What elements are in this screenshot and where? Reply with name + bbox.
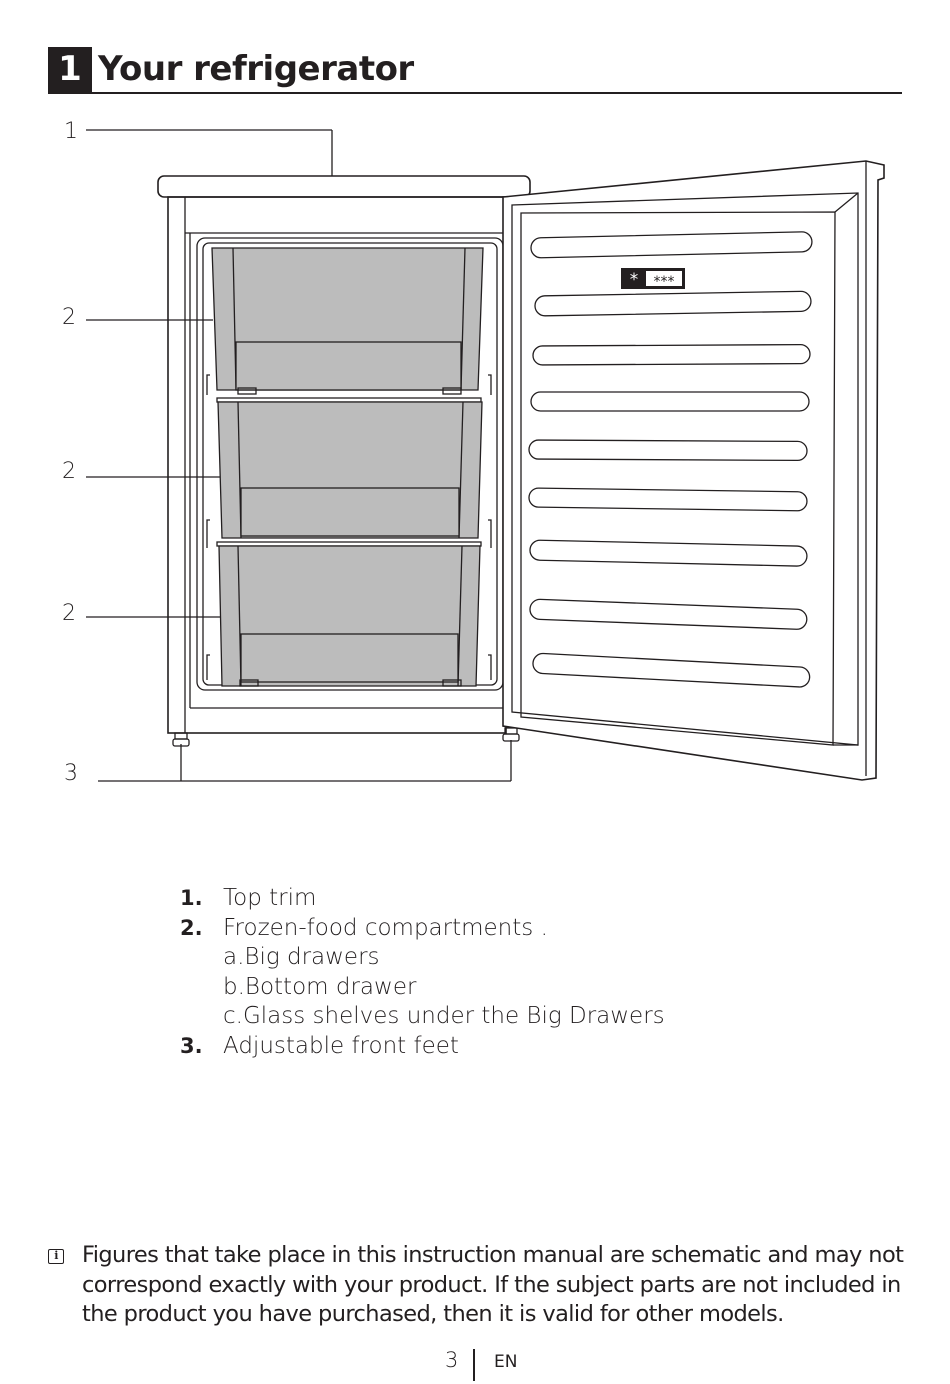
- page-footer: 3 EN: [0, 1346, 950, 1381]
- list-item-label: Frozen-food compartments .: [223, 914, 548, 941]
- footer-divider: [473, 1349, 475, 1381]
- page-title: Your refrigerator: [98, 49, 414, 89]
- section-number: 1: [48, 47, 92, 92]
- callout-2-a: 2: [62, 305, 76, 330]
- front-foot-left: [172, 732, 190, 747]
- callout-3: 3: [64, 761, 78, 786]
- refrigerator-diagram: * *** 1 2 2 2 3: [62, 119, 885, 786]
- star-rating-text: ***: [654, 274, 675, 290]
- drawer-big-2: [216, 397, 483, 539]
- star-rating-badge: * ***: [621, 268, 685, 290]
- page-number: 3: [445, 1348, 459, 1372]
- callout-2-b: 2: [62, 459, 76, 484]
- list-subitem-label: c.Glass shelves under the Big Drawers: [223, 1003, 665, 1030]
- svg-text:*: *: [630, 270, 639, 290]
- drawer-bottom: [216, 541, 482, 687]
- list-subitem-label: a.Big drawers: [223, 944, 380, 971]
- info-icon: i: [48, 1249, 64, 1264]
- language-code: EN: [494, 1352, 518, 1372]
- drawer-big-1: [211, 247, 484, 395]
- info-note-text: Figures that take place in this instruct…: [82, 1242, 904, 1328]
- section-heading: 1 Your refrigerator: [48, 47, 902, 94]
- list-item-number: 1.: [180, 886, 203, 910]
- list-item-number: 3.: [180, 1033, 203, 1058]
- list-subitem-label: b.Bottom drawer: [223, 973, 417, 1000]
- door-outer: [502, 160, 885, 781]
- list-item-label: Adjustable front feet: [223, 1032, 459, 1059]
- top-trim: [157, 175, 531, 198]
- list-item-number: 2.: [180, 915, 203, 940]
- callout-2-c: 2: [62, 601, 76, 626]
- front-foot-right: [502, 727, 520, 742]
- callout-1: 1: [64, 119, 78, 144]
- list-item-label: Top trim: [223, 885, 317, 911]
